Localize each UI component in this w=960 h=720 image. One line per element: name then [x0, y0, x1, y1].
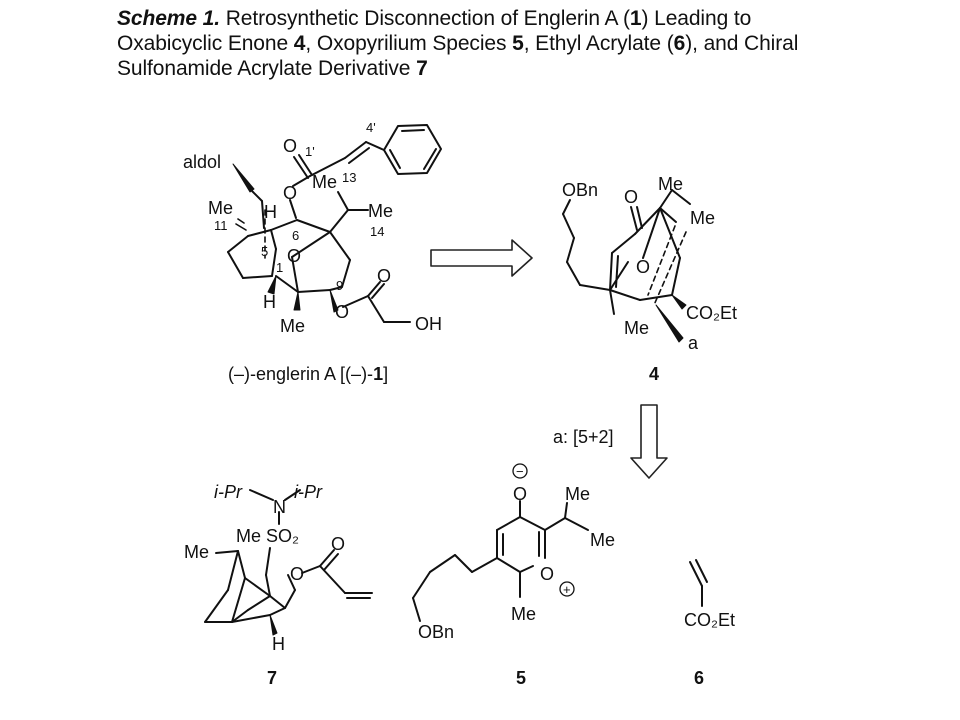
englerin-me-bottom: Me — [280, 316, 305, 336]
oxopyrilium5-compound-number: 5 — [516, 668, 526, 688]
englerin-o-cinnamate-carbonyl: O — [283, 136, 297, 156]
enone4-me-bottom: Me — [624, 318, 649, 338]
caption-text-2: ) Leading to Oxabicyclic Enone — [117, 7, 752, 55]
englerin-locant-9: 9 — [336, 278, 343, 293]
oxopyrilium5-minus-charge: − — [516, 464, 524, 479]
caption-text-3: , Oxopyrilium Species — [305, 32, 513, 55]
englerin-me13: Me — [312, 172, 337, 192]
englerin-o-cinnamate: O — [283, 183, 297, 203]
caption-text-1: Retrosynthetic Disconnection of Englerin… — [220, 7, 630, 30]
englerin-locant-13: 13 — [342, 170, 356, 185]
caption-lead: Scheme 1. — [117, 7, 220, 30]
caption-text-5: ), and Chiral Sulfonamide Acrylate Deriv… — [117, 32, 799, 80]
caption-num-5: 5 — [512, 32, 524, 55]
englerin-name-prefix: (–)-englerin A [(–)- — [228, 364, 373, 384]
englerin-o-ester: O — [335, 302, 349, 322]
caption-num-7: 7 — [416, 57, 428, 80]
oxopyrilium5-me-a: Me — [565, 484, 590, 504]
caption-num-4: 4 — [293, 32, 306, 55]
enone4-co2et: CO₂Et — [686, 303, 737, 323]
sulfonamide-7-structure — [204, 489, 373, 636]
englerin-locant-1: 1 — [276, 260, 283, 275]
englerin-me11: Me — [208, 198, 233, 218]
sulfonamide7-compound-number: 7 — [267, 668, 277, 688]
englerin-locant-5: 5 — [261, 244, 268, 259]
sulfonamide7-h: H — [272, 634, 285, 654]
sulfonamide7-n: N — [273, 497, 286, 517]
enone4-me-top: Me — [658, 174, 683, 194]
sulfonamide7-me-left: Me — [184, 542, 209, 562]
cycloaddition-arrow — [630, 404, 668, 479]
enone4-o-ketone: O — [624, 187, 638, 207]
sulfonamide7-o-carbonyl: O — [331, 534, 345, 554]
sulfonamide7-ipr-left: i-Pr — [214, 482, 243, 502]
englerin-locant-11: 11 — [214, 218, 228, 233]
acrylate-6-structure — [689, 559, 708, 607]
englerin-aldol-label: aldol — [183, 152, 221, 172]
enone4-o-bridge: O — [636, 257, 650, 277]
caption-num-6: 6 — [673, 32, 686, 55]
englerin-h5: H — [264, 202, 277, 222]
retrosynthetic-arrow — [430, 239, 533, 277]
caption-text-4: , Ethyl Acrylate ( — [523, 32, 674, 55]
oxopyrilium5-o-ring: O — [540, 564, 554, 584]
enone4-bond-a: a — [688, 333, 699, 353]
englerin-o-bridge: O — [287, 246, 301, 266]
sulfonamide7-o-ester: O — [290, 564, 304, 584]
oxopyrilium5-me-bottom: Me — [511, 604, 536, 624]
enone-4-structure — [562, 189, 691, 343]
sulfonamide7-me-so2: Me SO₂ — [236, 526, 299, 546]
englerin-locant-1prime: 1' — [305, 144, 315, 159]
cycloaddition-label: a: [5+2] — [553, 427, 614, 447]
englerin-o-carbonyl: O — [377, 266, 391, 286]
englerin-name-suffix: ] — [383, 364, 388, 384]
oxopyrilium-5-structure — [412, 463, 589, 622]
englerin-locant-6: 6 — [292, 228, 299, 243]
englerin-name-num: 1 — [373, 364, 383, 384]
oxopyrilium5-me-b: Me — [590, 530, 615, 550]
sulfonamide7-ipr-right: i-Pr — [294, 482, 323, 502]
englerin-locant-4prime: 4' — [366, 120, 376, 135]
englerin-locant-14: 14 — [370, 224, 384, 239]
englerin-h1: H — [263, 292, 276, 312]
oxopyrilium5-o-top: O — [513, 484, 527, 504]
englerin-oh: OH — [415, 314, 442, 334]
englerin-me14: Me — [368, 201, 393, 221]
oxopyrilium5-plus-charge: + — [563, 582, 571, 597]
acrylate6-compound-number: 6 — [694, 668, 704, 688]
caption-num-1: 1 — [629, 7, 642, 30]
enone4-compound-number: 4 — [649, 364, 659, 384]
englerin-a-structure — [227, 124, 442, 323]
englerin-compound-name: (–)-englerin A [(–)-1] — [228, 364, 388, 384]
enone4-obn: OBn — [562, 180, 598, 200]
enone4-me-right: Me — [690, 208, 715, 228]
oxopyrilium5-obn: OBn — [418, 622, 454, 642]
scheme-caption: Scheme 1. Retrosynthetic Disconnection o… — [117, 6, 857, 81]
acrylate6-co2et: CO₂Et — [684, 610, 735, 630]
